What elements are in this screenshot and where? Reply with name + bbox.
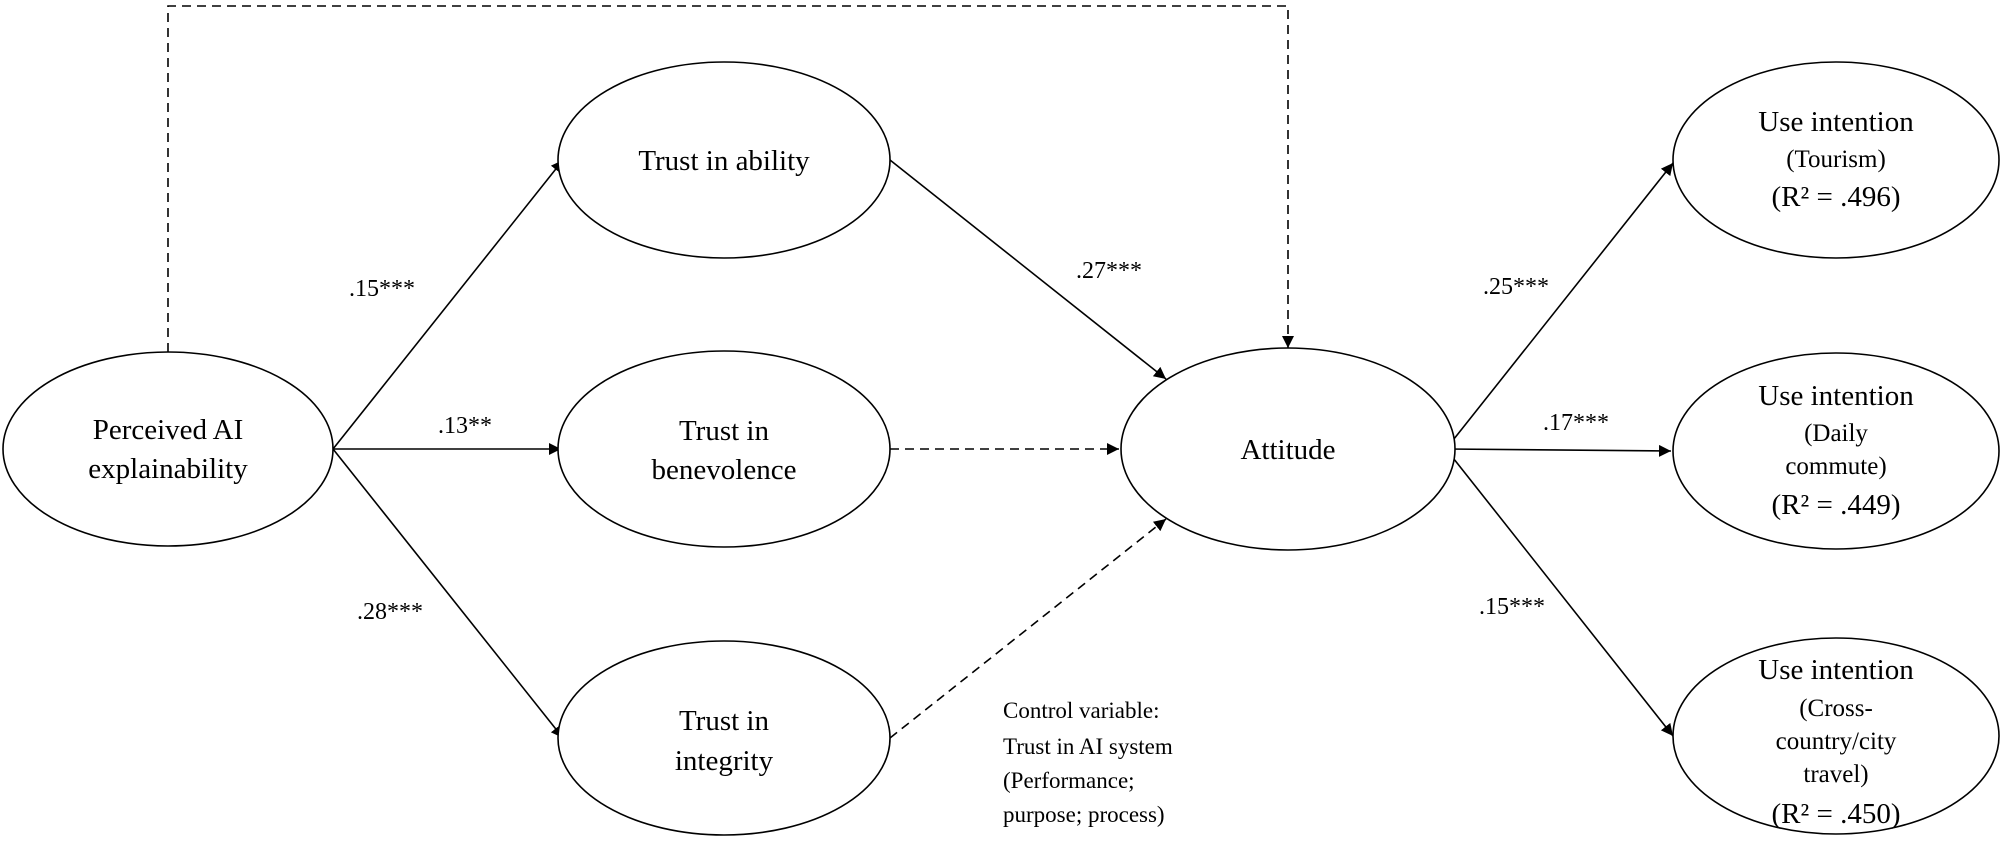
node-attitude-line-1: Attitude [1240,434,1335,466]
coef-explainability-integrity: .28*** [357,599,423,625]
path-explainability-attitude-direct [167,5,1294,352]
node-integrity-line-2: integrity [675,745,774,777]
coef-explainability-ability: .15*** [349,276,415,302]
path-integrity-attitude [889,518,1167,739]
path-explainability-integrity [332,448,564,739]
coef-attitude-travel: .15*** [1479,594,1545,620]
node-travel-line-2: (Cross- [1799,695,1873,722]
node-trust-in-integrity: Trust in integrity [557,640,891,836]
coef-attitude-tourism: .25*** [1483,274,1549,300]
control-variable-note: Control variable: Trust in AI system (Pe… [1003,698,1173,827]
node-explainability-line-2: explainability [88,453,248,485]
node-travel-line-1: Use intention [1758,654,1914,686]
node-benevolence-line-1: Trust in [679,415,770,447]
control-line-1: Control variable: [1003,698,1160,723]
node-trust-in-benevolence: Trust in benevolence [557,350,891,548]
node-commute-line-2: (Daily [1804,420,1868,447]
node-commute-line-1: Use intention [1758,380,1914,412]
node-explainability-line-1: Perceived AI [93,414,244,446]
node-use-intention-daily-commute: Use intention (Daily commute) (R² = .449… [1672,352,2000,550]
node-benevolence-line-2: benevolence [652,454,797,486]
node-commute-line-3: commute) [1785,453,1886,480]
coef-ability-attitude: .27*** [1076,258,1142,284]
node-perceived-ai-explainability: Perceived AI explainability [2,351,334,547]
path-attitude-use-tourism [1445,162,1674,450]
node-use-intention-tourism: Use intention (Tourism) (R² = .496) [1672,61,2000,259]
node-tourism-line-2: (Tourism) [1786,146,1886,173]
path-attitude-use-commute [1445,444,1672,457]
coef-explainability-benevolence: .13** [438,413,492,439]
node-use-intention-cross-country-travel: Use intention (Cross- country/city trave… [1672,637,2000,835]
path-ability-attitude [889,159,1167,380]
control-line-3: (Performance; [1003,768,1135,793]
node-integrity-line-1: Trust in [679,705,770,737]
control-line-4: purpose; process) [1003,802,1165,827]
node-trust-in-ability: Trust in ability [557,61,891,259]
control-line-2: Trust in AI system [1003,734,1173,759]
path-attitude-use-travel [1445,448,1674,737]
node-travel-line-5: (R² = .450) [1772,798,1901,830]
node-tourism-line-3: (R² = .496) [1772,181,1901,213]
node-travel-line-3: country/city [1776,728,1897,755]
node-travel-line-4: travel) [1803,761,1868,788]
node-attitude: Attitude [1120,347,1456,551]
path-explainability-ability [332,159,564,450]
node-commute-line-4: (R² = .449) [1772,489,1901,521]
node-ability-line-1: Trust in ability [638,145,810,177]
node-tourism-line-1: Use intention [1758,106,1914,138]
coef-attitude-commute: .17*** [1543,410,1609,436]
